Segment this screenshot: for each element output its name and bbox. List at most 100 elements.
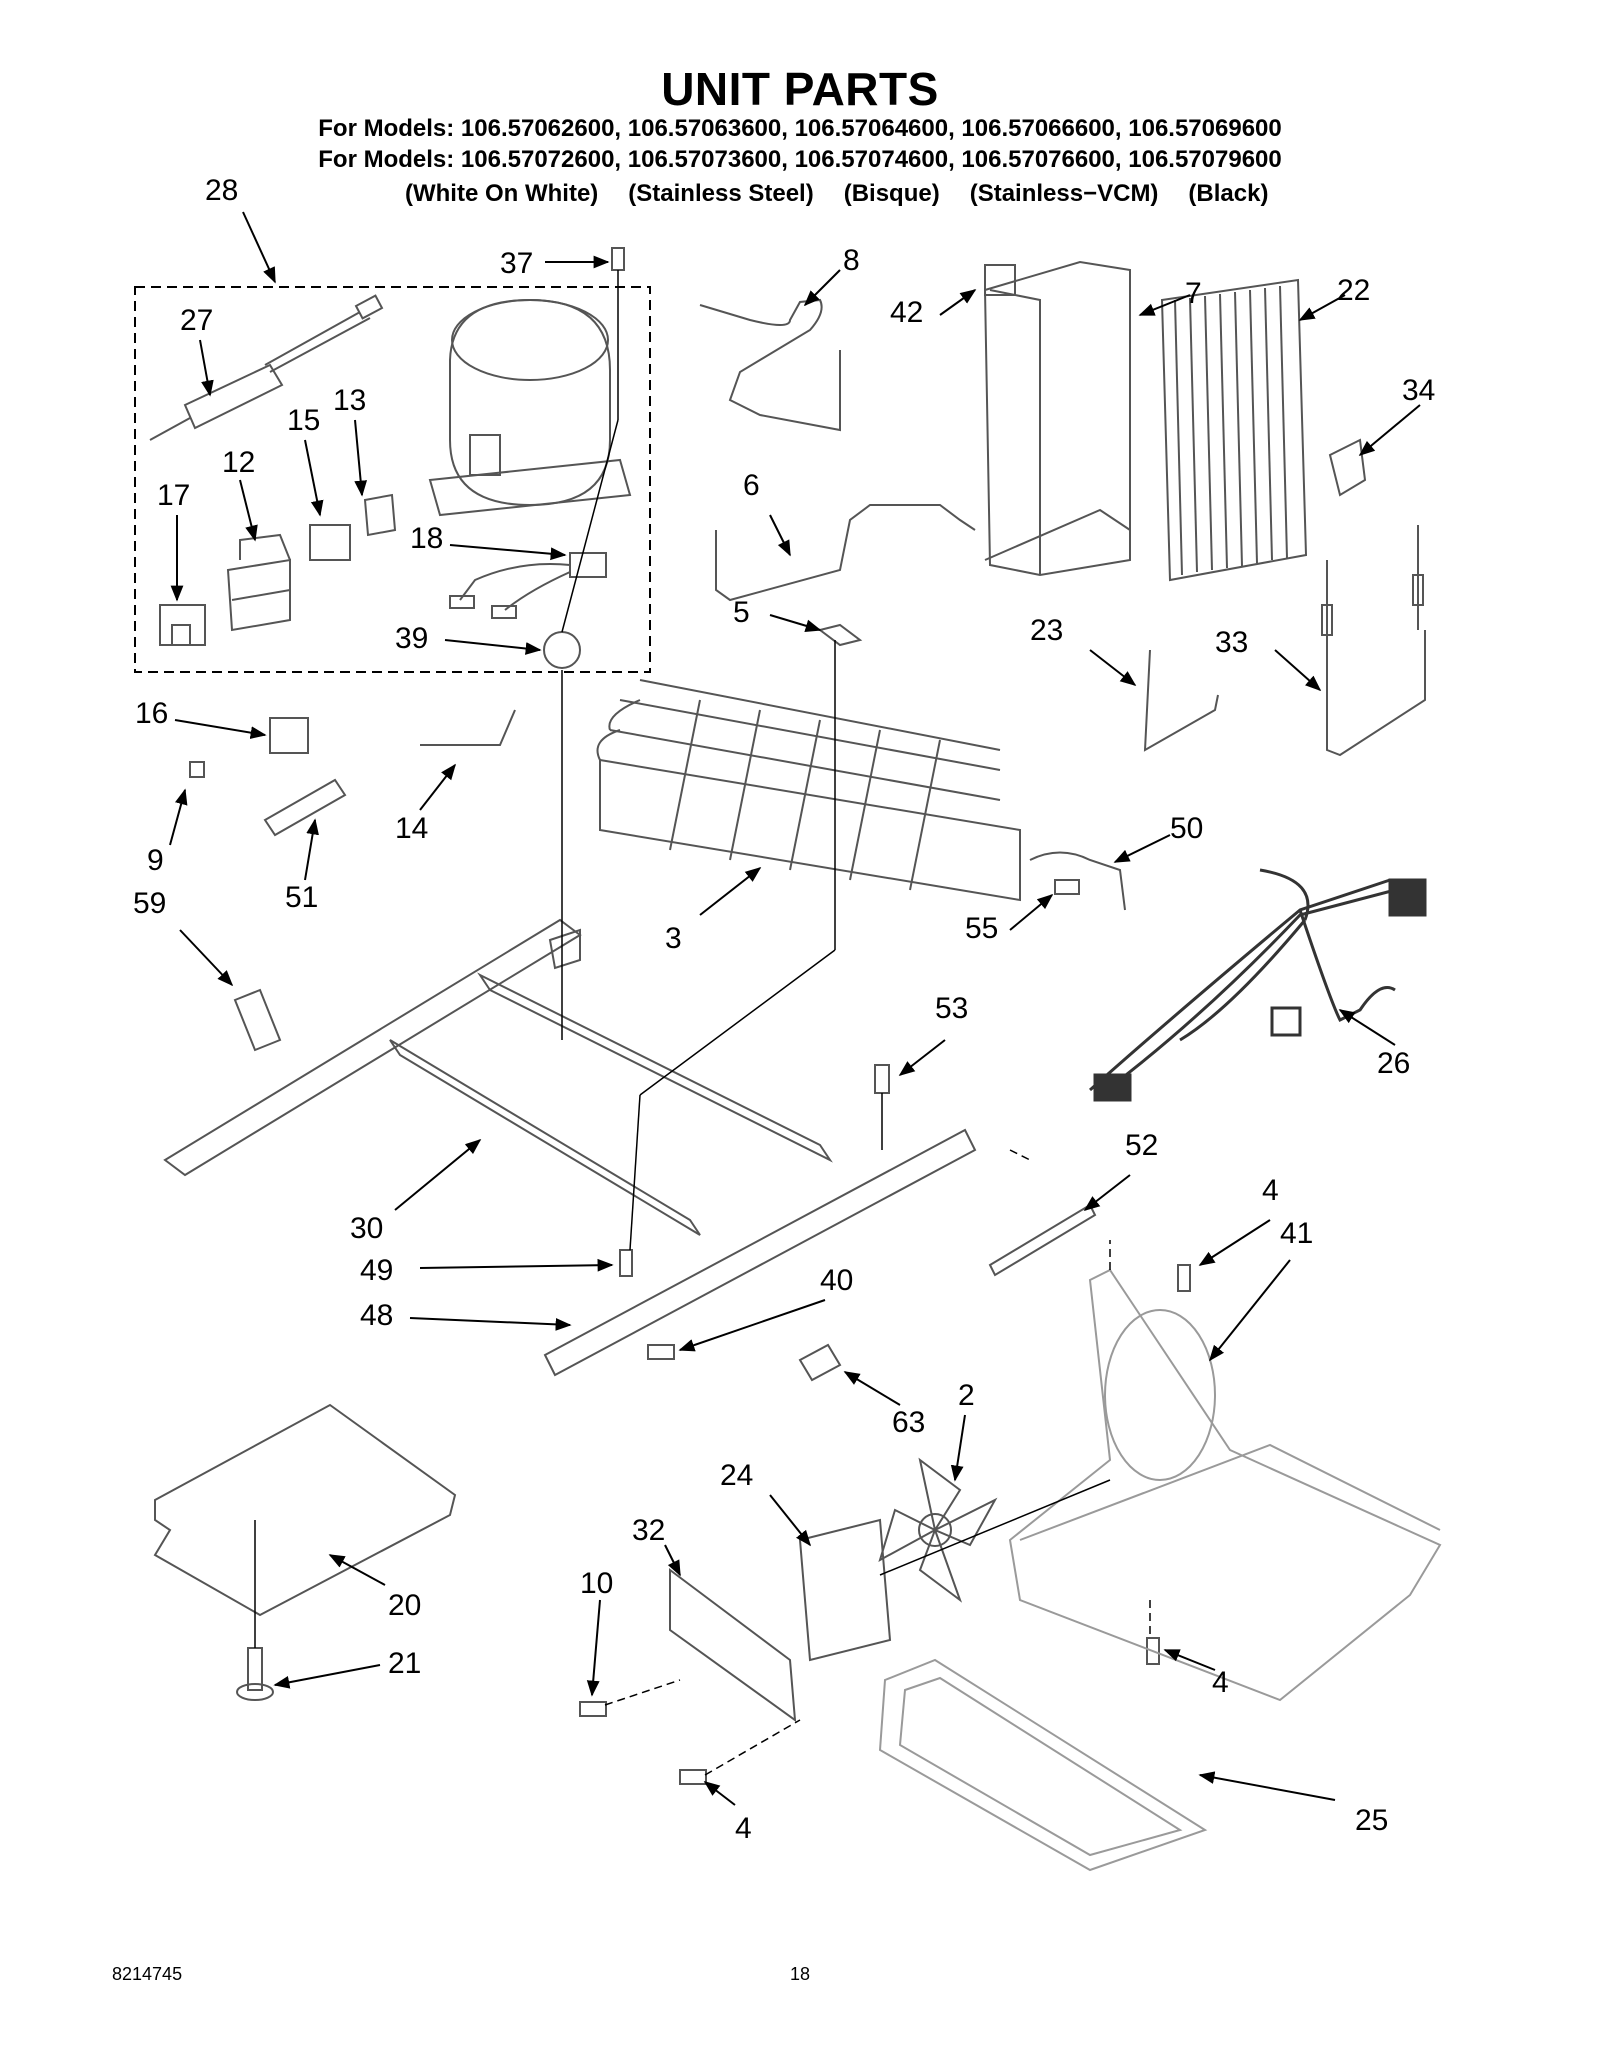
- screw-40-part: [647, 1344, 675, 1360]
- fan-motor-part: [798, 1518, 892, 1662]
- leader-14: [419, 763, 456, 811]
- evaporator-part: [596, 679, 1021, 902]
- leader-4a: [1198, 1219, 1271, 1266]
- leader-55: [1009, 893, 1054, 931]
- drain-pan-part: [878, 1658, 1208, 1872]
- compressor-part: [428, 298, 632, 517]
- page-number: 18: [790, 1964, 811, 1984]
- leader-8: [803, 269, 841, 307]
- callout-26: 26: [1377, 1047, 1410, 1080]
- callout-63: 63: [892, 1406, 925, 1439]
- compressor-harness-part: [449, 552, 607, 619]
- fan-shroud-part: [1008, 1268, 1442, 1702]
- screw-49-part: [619, 1249, 633, 1277]
- page-title: UNIT PARTS: [661, 63, 939, 115]
- callout-52: 52: [1125, 1129, 1158, 1162]
- callout-13: 13: [333, 384, 366, 417]
- callout-33: 33: [1215, 626, 1248, 659]
- leveling-foot-part: [236, 1683, 274, 1701]
- grommet-part: [543, 631, 581, 669]
- callout-23: 23: [1030, 614, 1063, 647]
- leader-12: [239, 479, 258, 542]
- callout-32: 32: [632, 1514, 665, 1547]
- callout-8: 8: [843, 244, 860, 277]
- callout-49: 49: [360, 1254, 393, 1287]
- leader-4b: [1163, 1649, 1216, 1671]
- leader-22: [1298, 294, 1346, 321]
- callout-50: 50: [1170, 812, 1203, 845]
- callout-25: 25: [1355, 1804, 1388, 1837]
- leader-2: [950, 1414, 966, 1482]
- wire-clip-part: [233, 988, 282, 1052]
- evaporator-clip-part: [817, 623, 863, 647]
- insulation-tube-part: [263, 778, 347, 837]
- leader-28: [242, 211, 276, 284]
- leader-50: [1113, 834, 1171, 863]
- callout-55: 55: [965, 912, 998, 945]
- wire-part: [1143, 649, 1219, 752]
- leader-25: [1198, 1771, 1336, 1801]
- callout-9: 9: [147, 844, 164, 877]
- leader-39: [444, 639, 542, 655]
- capacitor-part: [269, 717, 309, 754]
- callout-10: 10: [580, 1567, 613, 1600]
- leader-42: [939, 289, 977, 316]
- callout-6: 6: [743, 469, 760, 502]
- callout-15: 15: [287, 404, 320, 437]
- callout-39: 39: [395, 622, 428, 655]
- callout-30: 30: [350, 1212, 383, 1245]
- callout-5: 5: [733, 596, 750, 629]
- callout-20: 20: [388, 1589, 421, 1622]
- connector-line: [704, 1719, 801, 1776]
- document-number: 8214745: [112, 1964, 183, 1984]
- motor-bracket-part: [669, 1568, 797, 1723]
- callout-48: 48: [360, 1299, 393, 1332]
- leader-51: [304, 818, 319, 881]
- models-line-2: For Models: 106.57072600, 106.57073600, …: [318, 146, 1282, 173]
- leader-3: [699, 867, 762, 916]
- model-colors: (White On White) (Stainless Steel) (Bisq…: [405, 180, 1268, 208]
- leader-9: [169, 788, 188, 846]
- callout-4: 4: [1212, 1666, 1229, 1699]
- color-black: (Black): [1188, 180, 1269, 207]
- cap-part: [189, 761, 205, 778]
- screw-55-part: [1054, 879, 1080, 895]
- leader-15: [304, 439, 324, 517]
- screw-4c-part: [679, 1769, 707, 1785]
- callout-24: 24: [720, 1459, 753, 1492]
- connector-line: [561, 419, 619, 633]
- color-stainless-steel: (Stainless Steel): [628, 180, 814, 207]
- callout-28: 28: [205, 174, 238, 207]
- screw-37-part: [611, 247, 625, 271]
- leader-6: [769, 514, 791, 557]
- callout-4: 4: [735, 1812, 752, 1845]
- callout-16: 16: [135, 697, 168, 730]
- tube-wire-part: [420, 709, 516, 746]
- color-bisque: (Bisque): [843, 180, 940, 207]
- models-line-1: For Models: 106.57062600, 106.57063600, …: [318, 115, 1282, 142]
- connector-line: [629, 1094, 641, 1251]
- callout-27: 27: [180, 304, 213, 337]
- suction-tube-part: [715, 504, 976, 602]
- callout-59: 59: [133, 887, 166, 920]
- leader-16: [174, 719, 267, 739]
- leader-63: [843, 1371, 901, 1406]
- callout-40: 40: [820, 1264, 853, 1297]
- leader-20: [328, 1554, 386, 1586]
- drier-part: [149, 294, 384, 441]
- connector-line: [879, 1479, 1111, 1576]
- callout-42: 42: [890, 296, 923, 329]
- leader-5: [769, 614, 822, 632]
- clip-part: [159, 604, 206, 646]
- callout-4: 4: [1262, 1174, 1279, 1207]
- callout-17: 17: [157, 479, 190, 512]
- leader-49: [419, 1258, 614, 1272]
- cover-part: [363, 493, 397, 537]
- callout-22: 22: [1337, 274, 1370, 307]
- callout-7: 7: [1185, 277, 1202, 310]
- callout-34: 34: [1402, 374, 1435, 407]
- screw-10-part: [579, 1701, 607, 1717]
- leader-23: [1089, 649, 1137, 686]
- color-white-on-white: (White On White): [405, 180, 599, 207]
